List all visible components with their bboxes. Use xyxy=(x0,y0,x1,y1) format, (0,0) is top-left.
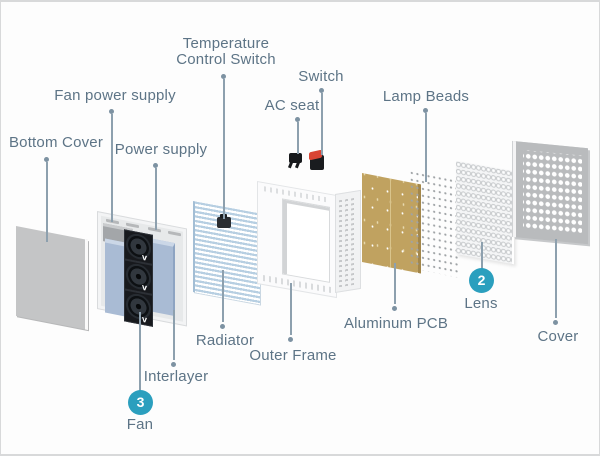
leader-line-ac-seat xyxy=(297,122,299,154)
leader-dot-icon xyxy=(221,74,226,79)
leader-line-bottom-cover xyxy=(46,162,48,242)
label-temperature-control-switch: Temperature Control Switch xyxy=(176,35,276,68)
leader-line-temperature-control-switch xyxy=(223,79,225,219)
frame-opening xyxy=(282,198,330,283)
label-radiator: Radiator xyxy=(195,332,255,349)
leader-dot-icon xyxy=(295,117,300,122)
leader-line-switch xyxy=(321,93,323,155)
part-switch xyxy=(310,155,324,170)
leader-dot-icon xyxy=(44,157,49,162)
part-ac-seat xyxy=(289,153,302,163)
leader-line-fan xyxy=(139,312,141,391)
part-outer-frame-front xyxy=(257,181,337,299)
leader-line-radiator xyxy=(222,270,224,322)
leader-dot-icon xyxy=(423,108,428,113)
label-interlayer: Interlayer xyxy=(143,368,209,385)
leader-dot-icon xyxy=(392,306,397,311)
leader-line-lamp-beads xyxy=(425,113,427,182)
label-bottom-cover: Bottom Cover xyxy=(8,134,104,151)
label-ac-seat: AC seat xyxy=(264,97,320,114)
leader-line-power-supply xyxy=(155,168,157,230)
part-outer-frame-side xyxy=(335,189,361,293)
step-badge-lens: 2 xyxy=(469,268,494,293)
leader-line-cover xyxy=(555,239,557,318)
label-lens: Lens xyxy=(464,295,498,312)
leader-dot-icon xyxy=(153,163,158,168)
frame-side-vents xyxy=(339,195,357,288)
label-outer-frame: Outer Frame xyxy=(249,347,337,364)
part-bottom-cover xyxy=(16,226,88,330)
label-fan-power-supply: Fan power supply xyxy=(54,87,176,104)
part-lens xyxy=(456,161,514,265)
label-switch: Switch xyxy=(298,68,344,85)
leader-dot-icon xyxy=(171,362,176,367)
label-fan: Fan xyxy=(126,416,154,433)
leader-dot-icon xyxy=(319,88,324,93)
label-lamp-beads: Lamp Beads xyxy=(382,88,470,105)
leader-dot-icon xyxy=(109,109,114,114)
leader-dot-icon xyxy=(553,320,558,325)
leader-line-interlayer xyxy=(173,310,175,360)
cover-hole-grid xyxy=(523,149,582,236)
part-lamp-beads xyxy=(409,169,459,278)
leader-line-outer-frame xyxy=(290,283,292,335)
leader-line-aluminum-pcb xyxy=(394,263,396,304)
label-aluminum-pcb: Aluminum PCB xyxy=(343,315,449,332)
label-cover: Cover xyxy=(537,328,579,345)
label-power-supply: Power supply xyxy=(114,141,208,158)
part-cover xyxy=(513,141,588,245)
leader-line-fan-power-supply xyxy=(111,114,113,222)
leader-line-lens xyxy=(481,242,483,270)
leader-dot-icon xyxy=(288,337,293,342)
leader-dot-icon xyxy=(220,324,225,329)
step-badge-fan: 3 xyxy=(128,390,153,415)
